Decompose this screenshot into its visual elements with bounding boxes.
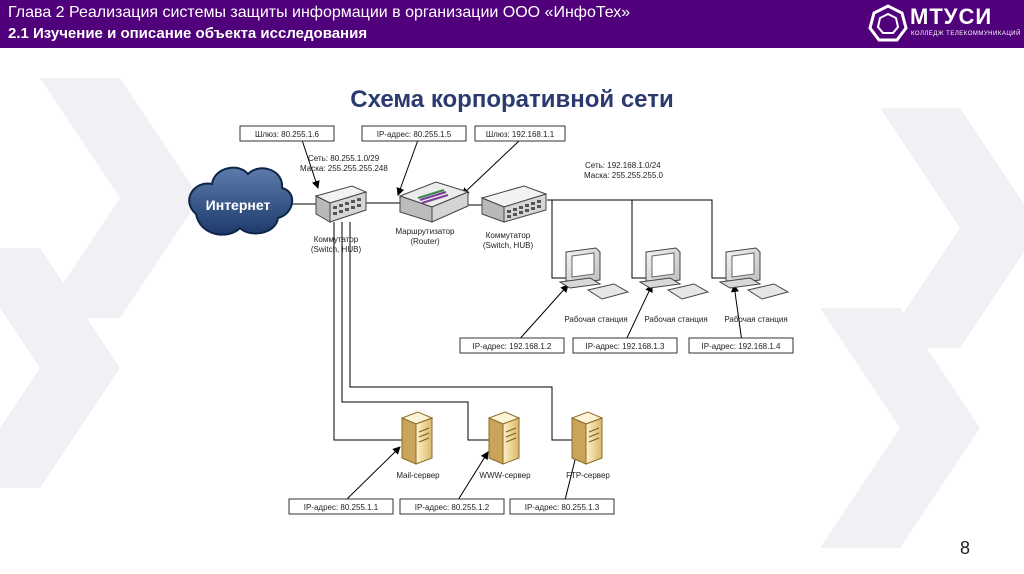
logo-icon: [868, 4, 908, 42]
internet-cloud-icon: Интернет: [188, 166, 293, 236]
workstation-label: Рабочая станция: [644, 315, 707, 324]
inner-mask-text: Маска: 255.255.255.0: [584, 171, 663, 180]
section-title: 2.1 Изучение и описание объекта исследов…: [8, 25, 368, 42]
connection-lines: [270, 199, 726, 441]
router-ip-box: IP-адрес: 80.255.1.5: [361, 125, 467, 142]
workstation-label: Рабочая станция: [724, 315, 787, 324]
router-label: Маршрутизатор: [396, 227, 456, 236]
server-label: Mail-сервер: [396, 471, 440, 480]
server-ip-box: IP-адрес: 80.255.1.3: [509, 498, 615, 515]
workstation-ip-text: IP-адрес: 192.168.1.3: [586, 342, 665, 351]
router-sub: (Router): [410, 237, 440, 246]
router-ip-text: IP-адрес: 80.255.1.5: [377, 130, 452, 139]
gateway-outer-box: Шлюз: 80.255.1.6: [239, 125, 335, 142]
workstation-icon: [638, 247, 710, 300]
inner-net-text: Сеть: 192.168.1.0/24: [585, 161, 661, 170]
server-ip-text: IP-адрес: 80.255.1.3: [525, 503, 600, 512]
workstation-label: Рабочая станция: [564, 315, 627, 324]
gateway-outer-text: Шлюз: 80.255.1.6: [255, 130, 319, 139]
internet-label: Интернет: [206, 197, 271, 213]
outer-mask-text: Маска: 255.255.255.248: [300, 164, 388, 173]
switch-1-sub: (Switch, HUB): [311, 245, 362, 254]
switch-1-label: Коммутатор: [314, 235, 359, 244]
server-ip-text: IP-адрес: 80.255.1.1: [304, 503, 379, 512]
switch-2-sub: (Switch, HUB): [483, 241, 534, 250]
logo-name: МТУСИ: [910, 4, 993, 29]
router-icon: [398, 181, 470, 223]
server-label: WWW-сервер: [479, 471, 531, 480]
workstation-ip-text: IP-адрес: 192.168.1.4: [702, 342, 781, 351]
outer-net-text: Сеть: 80.255.1.0/29: [308, 154, 380, 163]
server-ip-text: IP-адрес: 80.255.1.2: [415, 503, 490, 512]
server-icon: [570, 411, 604, 465]
workstation-ip-text: IP-адрес: 192.168.1.2: [473, 342, 552, 351]
gateway-inner-box: Шлюз: 192.168.1.1: [474, 125, 566, 142]
annotation-arrows: [301, 139, 743, 501]
gateway-inner-text: Шлюз: 192.168.1.1: [486, 130, 555, 139]
chapter-title: Глава 2 Реализация системы защиты информ…: [8, 4, 631, 21]
header-bar: Глава 2 Реализация системы защиты информ…: [0, 0, 1024, 48]
server-label: FTP-сервер: [566, 471, 610, 480]
workstation-icon: [718, 247, 790, 300]
switch-2-label: Коммутатор: [486, 231, 531, 240]
server-ip-box: IP-адрес: 80.255.1.2: [399, 498, 505, 515]
logo: МТУСИ КОЛЛЕДЖ ТЕЛЕКОММУНИКАЦИЙ: [866, 3, 1020, 45]
workstation-icon: [558, 247, 630, 300]
workstation-ip-box: IP-адрес: 192.168.1.4: [688, 337, 794, 354]
workstation-ip-box: IP-адрес: 192.168.1.3: [572, 337, 678, 354]
logo-subtitle: КОЛЛЕДЖ ТЕЛЕКОММУНИКАЦИЙ: [911, 31, 1021, 37]
workstation-ip-box: IP-адрес: 192.168.1.2: [459, 337, 565, 354]
server-icon: [487, 411, 521, 465]
server-icon: [400, 411, 434, 465]
server-ip-box: IP-адрес: 80.255.1.1: [288, 498, 394, 515]
page-number: 8: [960, 538, 971, 558]
switch-icon: [314, 185, 368, 223]
switch-icon: [480, 185, 548, 223]
slide-title: Схема корпоративной сети: [350, 86, 674, 113]
